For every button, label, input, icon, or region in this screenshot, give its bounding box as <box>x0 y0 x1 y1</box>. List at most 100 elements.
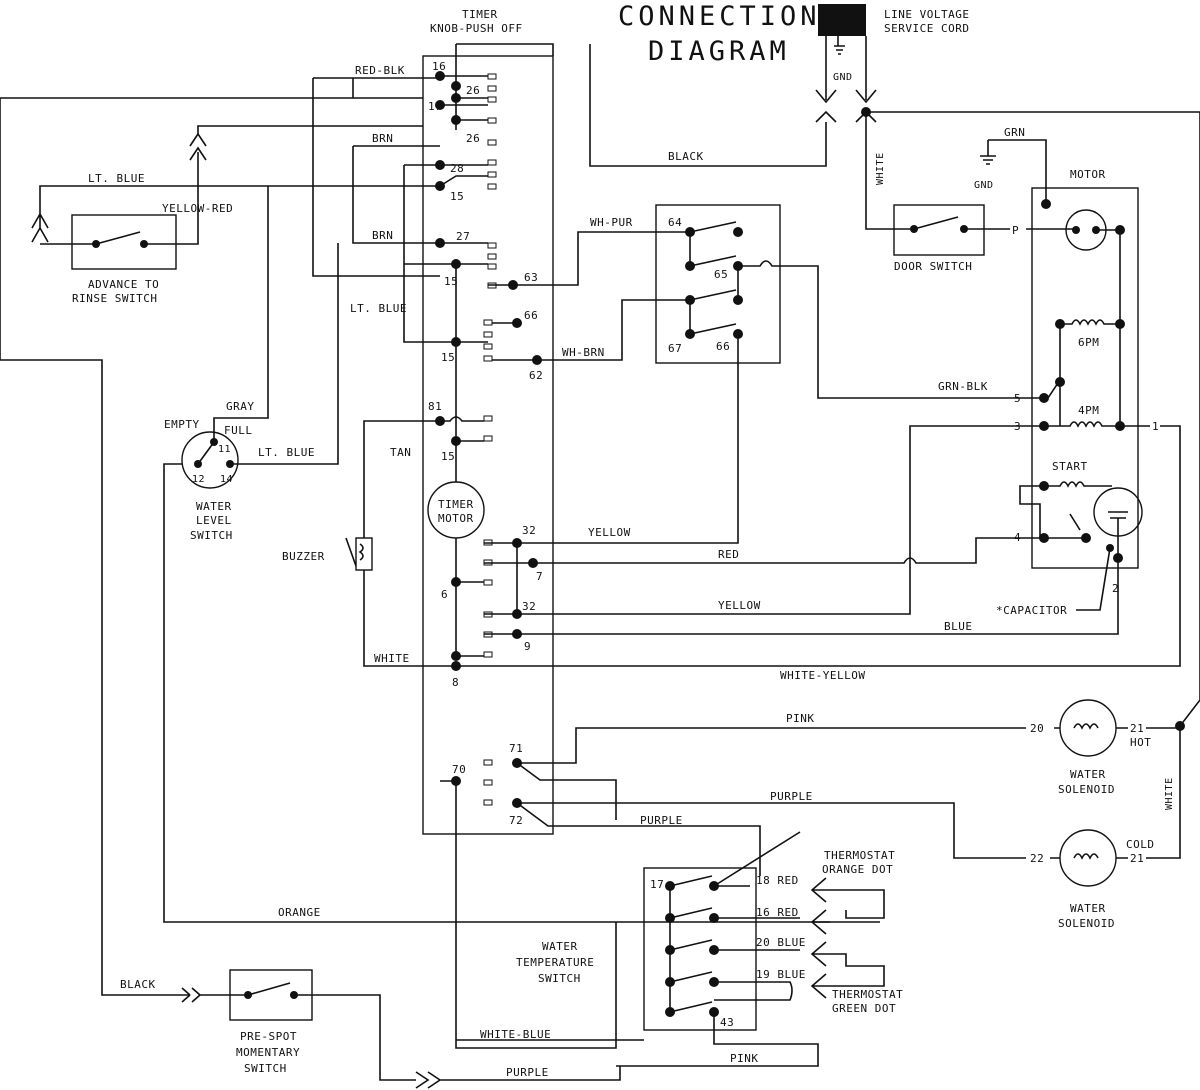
svg-text:67: 67 <box>668 342 682 355</box>
svg-text:SOLENOID: SOLENOID <box>1058 783 1115 796</box>
svg-text:15: 15 <box>450 190 464 203</box>
svg-text:SOLENOID: SOLENOID <box>1058 917 1115 930</box>
water-temperature-switch <box>643 867 757 1031</box>
timer-box <box>422 55 554 835</box>
wire-lt-blue-3: LT. BLUE <box>258 446 315 459</box>
svg-text:66: 66 <box>716 340 730 353</box>
timer-label1: TIMER <box>462 8 498 21</box>
wire-white-yellow: WHITE-YELLOW <box>780 669 865 682</box>
motor-box <box>1031 187 1139 569</box>
svg-text:19 BLUE: 19 BLUE <box>756 968 806 981</box>
wire-yellow-red: YELLOW-RED <box>162 202 233 215</box>
svg-text:17: 17 <box>428 100 442 113</box>
cord-label2: SERVICE CORD <box>884 22 969 35</box>
speed-switch <box>655 204 781 364</box>
hot-water-solenoid <box>1059 699 1117 757</box>
thermostat-green-label1: THERMOSTAT <box>832 988 903 1001</box>
svg-text:9: 9 <box>524 640 531 653</box>
svg-text:P: P <box>1012 224 1019 237</box>
wire-purple-1: PURPLE <box>770 790 813 803</box>
svg-text:17: 17 <box>650 878 664 891</box>
cord-label1: LINE VOLTAGE <box>884 8 969 21</box>
motor-label: MOTOR <box>1070 168 1106 181</box>
svg-text:6PM: 6PM <box>1078 336 1099 349</box>
door-switch <box>893 204 985 256</box>
svg-text:WATER: WATER <box>542 940 578 953</box>
svg-text:16: 16 <box>432 60 446 73</box>
svg-text:6: 6 <box>441 588 448 601</box>
wire-red: RED <box>718 548 739 561</box>
advance-label1: ADVANCE TO <box>88 278 159 291</box>
svg-text:28: 28 <box>450 162 464 175</box>
buzzer <box>355 537 373 571</box>
cold-water-solenoid <box>1059 829 1117 887</box>
svg-text:5: 5 <box>1014 392 1021 405</box>
wire-pink-2: PINK <box>730 1052 759 1065</box>
svg-text:START: START <box>1052 460 1088 473</box>
wire-black-power: BLACK <box>668 150 704 163</box>
svg-text:70: 70 <box>452 763 466 776</box>
wire-wh-pur: WH-PUR <box>590 216 633 229</box>
full-label: FULL <box>224 424 253 437</box>
svg-text:4PM: 4PM <box>1078 404 1099 417</box>
svg-text:65: 65 <box>714 268 728 281</box>
advance-to-rinse-switch <box>71 214 177 270</box>
svg-text:WATER: WATER <box>1070 902 1106 915</box>
svg-text:15: 15 <box>444 275 458 288</box>
title-line1: CONNECTION <box>618 1 821 32</box>
wire-white: WHITE <box>374 652 410 665</box>
title-line2: DIAGRAM <box>648 36 790 67</box>
svg-text:HOT: HOT <box>1130 736 1151 749</box>
cord-white-label: WHITE <box>875 152 886 185</box>
wire-grn: GRN <box>1004 126 1025 139</box>
thermostat-green-label2: GREEN DOT <box>832 1002 896 1015</box>
svg-text:11: 11 <box>218 444 231 455</box>
svg-text:72: 72 <box>509 814 523 827</box>
svg-text:21: 21 <box>1130 852 1144 865</box>
svg-text:26: 26 <box>466 132 480 145</box>
wire-purple-bottom: PURPLE <box>506 1066 549 1079</box>
empty-label: EMPTY <box>164 418 200 431</box>
svg-text:20: 20 <box>1030 722 1044 735</box>
svg-text:8: 8 <box>452 676 459 689</box>
buzzer-label: BUZZER <box>282 550 325 563</box>
wire-orange: ORANGE <box>278 906 321 919</box>
water-level-switch <box>181 431 239 489</box>
svg-text:26: 26 <box>466 84 480 97</box>
wire-blue: BLUE <box>944 620 973 633</box>
svg-text:12: 12 <box>192 474 205 485</box>
wire-gray: GRAY <box>226 400 255 413</box>
capacitor-label: *CAPACITOR <box>996 604 1067 617</box>
svg-text:32: 32 <box>522 600 536 613</box>
wire-lt-blue-1: LT. BLUE <box>88 172 145 185</box>
thermostat-orange-label1: THERMOSTAT <box>824 849 895 862</box>
svg-text:14: 14 <box>220 474 233 485</box>
wire-brn-2: BRN <box>372 229 393 242</box>
svg-text:LEVEL: LEVEL <box>196 514 232 527</box>
timer-label2: KNOB-PUSH OFF <box>430 22 523 35</box>
svg-text:WATER: WATER <box>196 500 232 513</box>
svg-text:SWITCH: SWITCH <box>244 1062 287 1075</box>
svg-text:15: 15 <box>441 450 455 463</box>
timer-motor-label1: TIMER <box>438 498 474 511</box>
svg-text:21: 21 <box>1130 722 1144 735</box>
svg-text:15: 15 <box>441 351 455 364</box>
svg-text:27: 27 <box>456 230 470 243</box>
wire-wh-brn: WH-BRN <box>562 346 605 359</box>
svg-text:PRE-SPOT: PRE-SPOT <box>240 1030 297 1043</box>
svg-text:2: 2 <box>1112 582 1119 595</box>
thermostat-orange-label2: ORANGE DOT <box>822 863 893 876</box>
timer-motor-label2: MOTOR <box>438 512 474 525</box>
svg-text:81: 81 <box>428 400 442 413</box>
svg-text:1: 1 <box>1152 420 1159 433</box>
svg-text:63: 63 <box>524 271 538 284</box>
wire-yellow-2: YELLOW <box>718 599 761 612</box>
svg-text:TEMPERATURE: TEMPERATURE <box>516 956 594 969</box>
gnd-label: GND <box>833 72 853 83</box>
plug-icon <box>818 4 866 36</box>
svg-text:64: 64 <box>668 216 682 229</box>
svg-text:62: 62 <box>529 369 543 382</box>
wire-white-blue: WHITE-BLUE <box>480 1028 551 1041</box>
svg-text:71: 71 <box>509 742 523 755</box>
